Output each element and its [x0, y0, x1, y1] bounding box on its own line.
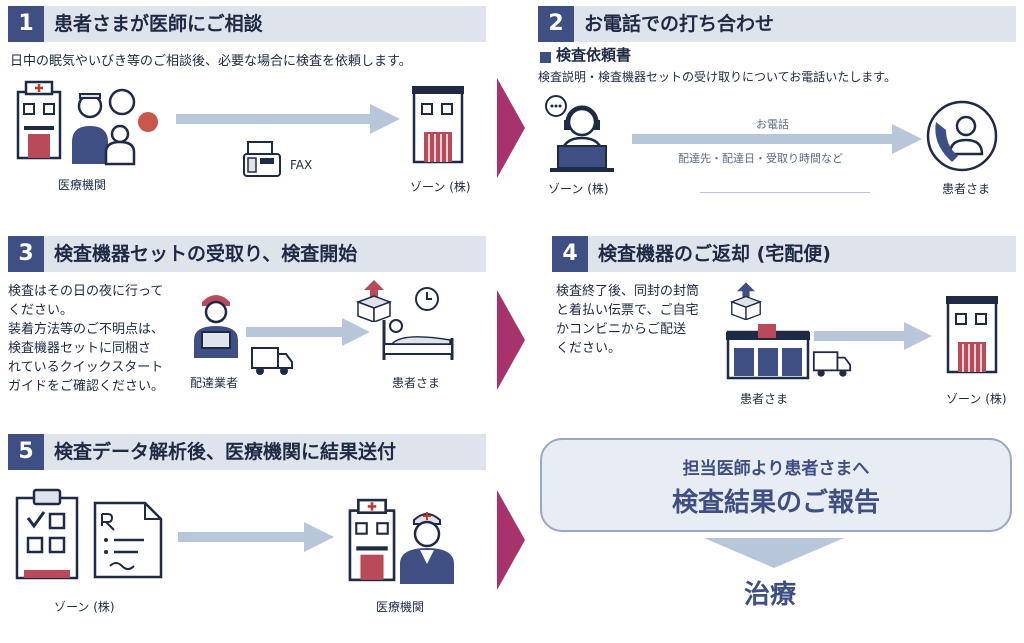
step3-desc-line-5: れているクイックスタート: [8, 360, 164, 375]
step3-right-label: 患者さま: [392, 376, 441, 390]
convenience-store-icon: [726, 324, 810, 380]
step2-left-label: ゾーン (株): [548, 182, 609, 196]
step4-right-label: ゾーン (株): [946, 392, 1007, 406]
chevron-right-icon: [497, 78, 525, 178]
fax-label: FAX: [290, 158, 313, 172]
hospital-icon: [348, 498, 396, 582]
step3-left-label: 配達業者: [190, 376, 239, 390]
step2-title: お電話での打ち合わせ: [584, 13, 775, 35]
delivery-person-icon: [194, 295, 238, 358]
doctor-icon: [400, 512, 454, 584]
chevron-right-icon: [497, 290, 525, 390]
step3-desc-line-2: ください。: [8, 303, 74, 318]
zone-building-icon: [412, 86, 464, 164]
step5-right-label: 医療機関: [376, 600, 425, 614]
step2-header: 2 お電話での打ち合わせ: [538, 6, 1016, 42]
step4-header: 4 検査機器のご返却 (宅配便): [552, 236, 1016, 272]
step4-desc-line-2: と着払い伝票で、ご自宅: [556, 303, 699, 318]
prescription-document-icon: [93, 501, 163, 579]
doctor-patient-icon: [72, 88, 158, 166]
step1-number: 1: [8, 6, 44, 42]
step4-number: 4: [552, 236, 588, 272]
step3-desc-line-4: 検査機器セットに同梱さ: [8, 341, 152, 356]
step5-left-label: ゾーン (株): [54, 600, 115, 614]
step4-desc-line-3: かコンビニからご配送: [556, 322, 687, 337]
step2-subtitle: 検査依頼書: [556, 46, 632, 64]
zone-building-icon: [946, 296, 998, 374]
step3-title: 検査機器セットの受取り、検査開始: [54, 243, 358, 265]
step4-title: 検査機器のご返却 (宅配便): [598, 243, 831, 265]
step2-right-label: 患者さま: [942, 182, 991, 196]
truck-icon: [812, 351, 852, 377]
step4-desc-line-1: 検査終了後、同封の封筒: [556, 284, 700, 299]
step5-header: 5 検査データ解析後、医療機関に結果送付: [8, 434, 486, 470]
step1-right-label: ゾーン (株): [410, 180, 471, 194]
step1-header: 1 患者さまが医師にご相談: [8, 6, 486, 42]
step3-flow-arrow: [246, 318, 370, 346]
step1-title: 患者さまが医師にご相談: [54, 13, 263, 35]
hospital-icon: [16, 80, 62, 160]
operator-headset-icon: [545, 95, 614, 172]
step3-desc-line-1: 検査はその日の夜に行って: [8, 284, 164, 299]
truck-icon: [251, 347, 293, 375]
result-line-1: 担当医師より患者さまへ: [682, 459, 870, 479]
divider: [700, 192, 870, 193]
chevron-down-icon: [704, 538, 844, 568]
chevron-right-icon: [497, 490, 525, 590]
step2-flow-arrow: [632, 124, 922, 154]
step2-number: 2: [538, 6, 574, 42]
step3-desc-line-3: 装着方法等のご不明点は、: [8, 322, 165, 337]
step5-number: 5: [8, 434, 44, 470]
clock-icon: [415, 287, 439, 311]
step3-number: 3: [8, 236, 44, 272]
step1-flow-arrow: [176, 104, 400, 134]
step4-desc-line-4: ください。: [556, 341, 622, 356]
result-line-2: 検査結果のご報告: [671, 488, 880, 518]
package-icon: [356, 280, 392, 322]
step1-description: 日中の眠気やいびき等のご相談後、必要な場合に検査を依頼します。: [10, 54, 412, 69]
step2-arrow-top-label: お電話: [756, 118, 789, 131]
step4-left-label: 患者さま: [740, 392, 789, 406]
final-treatment-label: 治療: [744, 580, 797, 610]
step5-title: 検査データ解析後、医療機関に結果送付: [54, 441, 397, 463]
step5-flow-arrow: [178, 522, 334, 552]
return-package-icon: [730, 282, 762, 320]
step2-arrow-bottom-label: 配達先・配達日・受取り時間など: [678, 152, 843, 165]
step4-flow-arrow: [814, 322, 932, 350]
patient-phone-icon: [926, 100, 998, 172]
step3-desc-line-6: ガイドをご確認ください。: [8, 379, 165, 394]
clipboard-checklist-icon: [15, 488, 79, 580]
step3-header: 3 検査機器セットの受取り、検査開始: [8, 236, 486, 272]
fax-icon: [243, 141, 281, 177]
bed-icon: [382, 319, 454, 360]
result-box: 担当医師より患者さまへ 検査結果のご報告: [540, 438, 1012, 532]
step2-description: 検査説明・検査機器セットの受け取りについてお電話いたします。: [538, 70, 897, 84]
step1-left-label: 医療機関: [58, 178, 107, 192]
step2-subtitle-marker: [540, 52, 551, 63]
